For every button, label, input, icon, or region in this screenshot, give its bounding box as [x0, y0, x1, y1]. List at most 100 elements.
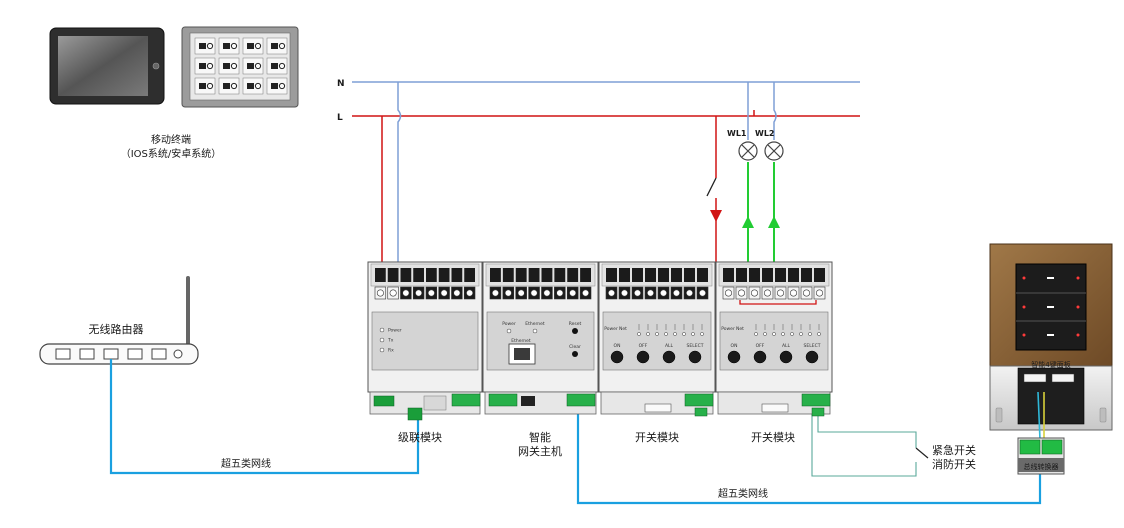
gateway-port-label: Ethernet — [511, 338, 531, 344]
neutral-line: N — [337, 79, 860, 89]
gateway-led — [532, 328, 538, 334]
lamp-wl1: WL1 — [727, 129, 758, 161]
touch-panel-key-glyph — [254, 62, 262, 70]
status-led — [379, 347, 385, 353]
switch-button — [753, 350, 767, 364]
terminal-block — [541, 268, 553, 282]
terminal-screw — [582, 289, 590, 297]
status-led — [379, 337, 385, 343]
live-line: L — [337, 113, 860, 123]
channel-led — [817, 332, 821, 336]
terminal-screw — [633, 289, 641, 297]
switch-button-label: OFF — [639, 343, 648, 349]
gateway-top-label: Power — [502, 321, 516, 327]
terminal-block — [375, 268, 386, 282]
smart-panel — [989, 243, 1113, 441]
channel-led — [772, 332, 776, 336]
terminal-block — [413, 268, 424, 282]
touch-panel-key-glyph — [247, 83, 254, 89]
terminal-screw — [427, 289, 435, 297]
touch-panel-key-glyph — [230, 42, 238, 50]
terminal-block — [658, 268, 669, 282]
terminal-screw — [389, 289, 397, 297]
gateway-clear-button — [572, 351, 578, 357]
switch-button-label: SELECT — [804, 343, 821, 349]
terminal-block — [451, 268, 463, 282]
channel-led — [655, 332, 659, 336]
touch-panel-key-glyph — [199, 83, 206, 89]
touch-panel-device — [181, 26, 299, 108]
terminal-screw — [402, 289, 410, 297]
channel-led — [637, 332, 641, 336]
terminal-screw — [685, 289, 693, 297]
touch-panel-key-glyph — [247, 43, 254, 49]
touch-panel-key-glyph — [278, 62, 286, 70]
touch-panel-key-glyph — [223, 63, 230, 69]
terminal-screw — [440, 289, 448, 297]
touch-panel-key-glyph — [230, 82, 238, 90]
module-cascade-label: 级联模块 — [398, 431, 442, 444]
router-label: 无线路由器 — [89, 322, 144, 336]
terminal-screw — [415, 289, 423, 297]
emergency-wiring: 紧急开关 消防开关 — [811, 412, 976, 477]
terminal-screw — [672, 289, 680, 297]
gateway-reset-button — [572, 328, 578, 334]
green-terminal — [694, 407, 708, 417]
gateway-top-label: Ethernet — [525, 321, 545, 327]
status-led-label: Tx — [387, 338, 394, 344]
switch-button — [636, 350, 650, 364]
network-cable-bottom — [576, 405, 1042, 505]
panel-key-indicators — [1022, 276, 1080, 337]
terminal-block — [438, 268, 450, 282]
terminal-screw — [815, 289, 823, 297]
status-led-label: Rx — [388, 348, 394, 354]
terminal-block — [567, 268, 579, 282]
touch-panel-key-glyph — [278, 82, 286, 90]
green-terminal — [451, 393, 481, 407]
channel-led — [664, 332, 668, 336]
switch-button-label: ON — [614, 343, 621, 349]
touch-panel-key-glyph — [271, 63, 278, 69]
cable-left-label: 超五类网线 — [221, 457, 271, 470]
relay-common-loop — [739, 300, 817, 305]
module-top-strip — [370, 263, 480, 287]
terminal-block — [645, 268, 656, 282]
terminal-caption: 移动终端 — [151, 133, 191, 146]
green-terminal — [488, 393, 518, 407]
switch-button — [727, 350, 741, 364]
module-label-slot — [644, 403, 672, 413]
terminal-block — [387, 268, 399, 282]
network-cable-left — [109, 359, 420, 475]
touch-panel-key-glyph — [206, 82, 214, 90]
terminal-block — [684, 268, 695, 282]
status-led — [379, 327, 385, 333]
switch-button — [610, 350, 624, 364]
module-top-strip — [601, 263, 713, 287]
switch-button-label: ON — [731, 343, 738, 349]
switch-button-label: OFF — [756, 343, 765, 349]
terminal-block — [426, 268, 437, 282]
module-top-strip — [718, 263, 830, 287]
terminal-screw — [517, 289, 525, 297]
terminal-caption-sub: （IOS系统/安卓系统） — [121, 147, 222, 160]
terminal-block — [619, 268, 630, 282]
touch-panel-key-glyph — [206, 42, 214, 50]
module-top-strip — [485, 263, 596, 287]
gateway-led — [506, 328, 512, 334]
channel-led — [781, 332, 785, 336]
touch-panel-icons — [194, 37, 288, 95]
terminal-block — [400, 268, 412, 282]
switch-led-label: Power — [721, 326, 735, 332]
emergency-line2: 消防开关 — [932, 457, 976, 471]
cable-bottom-label: 超五类网线 — [718, 487, 768, 500]
switch-button — [662, 350, 676, 364]
terminal-block — [632, 268, 643, 282]
touch-panel-key-glyph — [199, 43, 206, 49]
terminal-block — [749, 268, 760, 282]
module-front-face — [486, 311, 595, 371]
terminal-screw — [466, 289, 474, 297]
lamp-feeds — [742, 82, 780, 290]
channel-led — [754, 332, 758, 336]
